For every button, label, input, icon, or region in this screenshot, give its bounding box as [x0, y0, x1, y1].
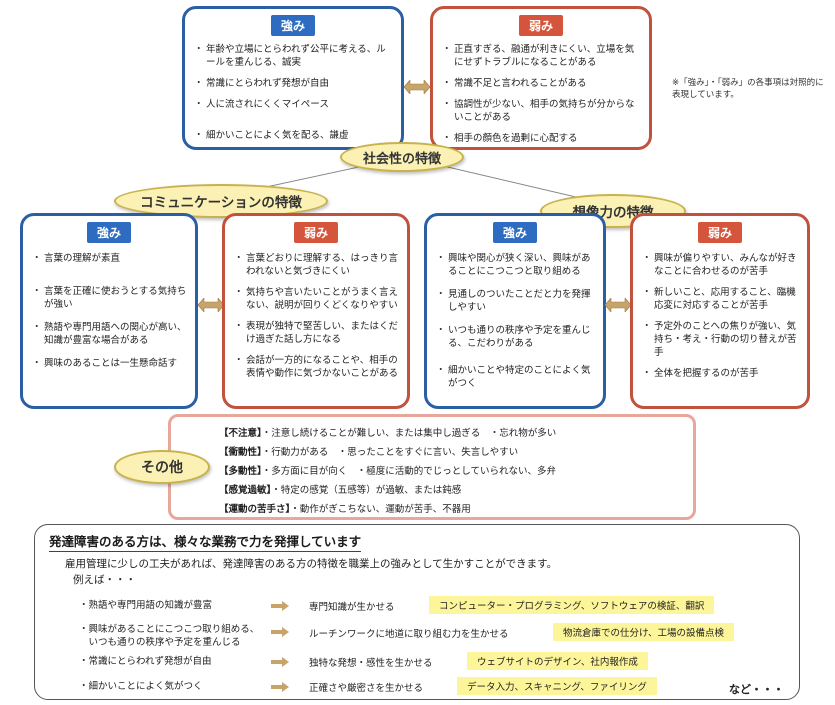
imagination-weakness-label: 弱み	[697, 222, 743, 243]
list-item: 言葉どおりに理解する、はっきり言われないと気づきにくい	[234, 252, 399, 278]
imagination-weakness-card: 弱み 興味が偏りやすい、みんなが好きなことに合わせるのが苦手 新しいこと、応用す…	[630, 213, 810, 409]
note-text: ※「強み」・「弱み」の各事項は対照的に表現しています。	[672, 78, 824, 100]
list-item: 全体を把握するのが苦手	[642, 367, 799, 380]
list-item: 常識不足と言われることがある	[442, 77, 641, 90]
other-text: ・特定の感覚（五感等）が過敏、または鈍感	[271, 485, 462, 496]
list-item: 表現が独特で堅苦しい、またはくだけ過ぎた話し方になる	[234, 320, 399, 346]
example-right: コンピューター・プログラミング、ソフトウェアの検証、翻訳	[429, 596, 715, 614]
other-tag: 【運動の苦手さ】	[219, 504, 291, 515]
communication-weakness-card: 弱み 言葉どおりに理解する、はっきり言われないと気づきにくい 気持ちや言いたいこ…	[222, 213, 410, 409]
list-item: 熟語や専門用語への関心が高い、知識が豊富な場合がある	[32, 321, 187, 347]
list-item: 細かいことによく気を配る、謙虚	[194, 129, 393, 142]
list-item: 興味が偏りやすい、みんなが好きなことに合わせるのが苦手	[642, 252, 799, 278]
imagination-strength-label: 強み	[492, 222, 538, 243]
etc-text: など・・・	[729, 683, 784, 696]
other-row: 【不注意】・注意し続けることが難しい、または集中し過ぎる ・忘れ物が多い	[219, 425, 556, 439]
communication-weakness-label: 弱み	[293, 222, 339, 243]
list-item: 細かいことや特定のことによく気がつく	[436, 364, 595, 390]
social-weakness-label: 弱み	[518, 15, 564, 36]
example-mid: 独特な発想・感性を生かせる	[309, 658, 433, 669]
other-text: ・注意し続けることが難しい、または集中し過ぎる ・忘れ物が多い	[261, 428, 557, 439]
double-arrow-icon	[605, 298, 631, 312]
social-oval: 社会性の特徴	[340, 142, 464, 172]
list-item: 年齢や立場にとらわれず公平に考える、ルールを重んじる、誠実	[194, 43, 393, 69]
example-left: ・興味があることにこつこつ取り組める、 いつも通りの秩序や予定を重んじる	[79, 624, 260, 648]
other-text: ・行動力がある ・思ったことをすぐに言い、失言しやすい	[261, 447, 519, 458]
other-tag: 【多動性】	[219, 466, 262, 477]
list-item: 会話が一方的になることや、相手の表情や動作に気づかないことがある	[234, 354, 399, 380]
arrow-right-icon	[271, 657, 289, 667]
list-item: 興味のあることは一生懸命話す	[32, 357, 187, 370]
example-right: ウェブサイトのデザイン、社内報作成	[467, 652, 648, 670]
other-tag: 【感覚過敏】	[219, 485, 272, 496]
bottom-intro: 雇用管理に少しの工夫があれば、発達障害のある方の特徴を職業上の強みとして生かすこ…	[65, 558, 558, 570]
list-item: 正直すぎる、融通が利きにくい、立場を気にせずトラブルになることがある	[442, 43, 641, 69]
communication-oval: コミュニケーションの特徴	[114, 184, 328, 218]
other-oval: その他	[114, 450, 210, 484]
example-mid: ルーチンワークに地道に取り組む力を生かせる	[309, 629, 509, 640]
other-row: 【衝動性】・行動力がある ・思ったことをすぐに言い、失言しやすい	[219, 444, 518, 458]
example-left: ・常識にとらわれず発想が自由	[79, 656, 212, 667]
list-item: 相手の顔色を過剰に心配する	[442, 132, 641, 145]
arrow-right-icon	[271, 601, 289, 611]
example-left: ・熟語や専門用語の知識が豊富	[79, 600, 213, 611]
other-tag: 【不注意】	[219, 428, 262, 439]
other-row: 【多動性】・多方面に目が向く ・極度に活動的でじっとしていられない、多弁	[219, 463, 556, 477]
other-text: ・多方面に目が向く ・極度に活動的でじっとしていられない、多弁	[261, 466, 556, 477]
list-item: 興味や関心が狭く深い、興味があることにこつこつと取り組める	[436, 252, 595, 278]
communication-strength-label: 強み	[86, 222, 132, 243]
bottom-title: 発達障害のある方は、様々な業務で力を発揮しています	[49, 531, 362, 552]
list-item: いつも通りの秩序や予定を重んじる、こだわりがある	[436, 324, 595, 350]
social-strength-label: 強み	[270, 15, 316, 36]
other-tag: 【衝動性】	[219, 447, 262, 458]
example-mid: 正確さや厳密さを生かせる	[309, 683, 424, 694]
example-label: 例えば・・・	[73, 574, 136, 586]
list-item: 気持ちや言いたいことがうまく言えない、説明が回りくどくなりやすい	[234, 286, 399, 312]
bottom-panel: 発達障害のある方は、様々な業務で力を発揮しています 雇用管理に少しの工夫があれば…	[34, 524, 800, 700]
other-row: 【運動の苦手さ】・動作がぎこちない、運動が苦手、不器用	[219, 501, 471, 515]
imagination-strength-card: 強み 興味や関心が狭く深い、興味があることにこつこつと取り組める 見通しのついた…	[424, 213, 606, 409]
list-item: 常識にとらわれず発想が自由	[194, 77, 393, 90]
social-strength-card: 強み 年齢や立場にとらわれず公平に考える、ルールを重んじる、誠実 常識にとらわれ…	[182, 6, 404, 150]
list-item: 新しいこと、応用すること、臨機応変に対応することが苦手	[642, 286, 799, 312]
list-item: 協調性が少ない、相手の気持ちが分からないことがある	[442, 98, 641, 124]
list-item: 言葉を正確に使おうとする気持ちが強い	[32, 285, 187, 311]
list-item: 予定外のことへの焦りが強い、気持ち・考え・行動の切り替えが苦手	[642, 320, 799, 359]
example-mid: 専門知識が生かせる	[309, 602, 395, 613]
double-arrow-icon	[198, 298, 224, 312]
example-left: ・細かいことによく気がつく	[79, 681, 203, 692]
other-row: 【感覚過敏】・特定の感覚（五感等）が過敏、または鈍感	[219, 482, 461, 496]
social-weakness-card: 弱み 正直すぎる、融通が利きにくい、立場を気にせずトラブルになることがある 常識…	[430, 6, 652, 150]
other-box: 【不注意】・注意し続けることが難しい、または集中し過ぎる ・忘れ物が多い 【衝動…	[168, 414, 696, 520]
other-text: ・動作がぎこちない、運動が苦手、不器用	[290, 504, 471, 515]
double-arrow-icon	[404, 80, 430, 94]
communication-strength-card: 強み 言葉の理解が素直 言葉を正確に使おうとする気持ちが強い 熟語や専門用語への…	[20, 213, 198, 409]
list-item: 見通しのついたことだと力を発揮しやすい	[436, 288, 595, 314]
list-item: 言葉の理解が素直	[32, 252, 187, 265]
example-right: データ入力、スキャニング、ファイリング	[457, 677, 657, 695]
list-item: 人に流されにくくマイペース	[194, 98, 393, 111]
arrow-right-icon	[271, 627, 289, 637]
example-right: 物流倉庫での仕分け、工場の設備点検	[553, 623, 735, 641]
arrow-right-icon	[271, 682, 289, 692]
